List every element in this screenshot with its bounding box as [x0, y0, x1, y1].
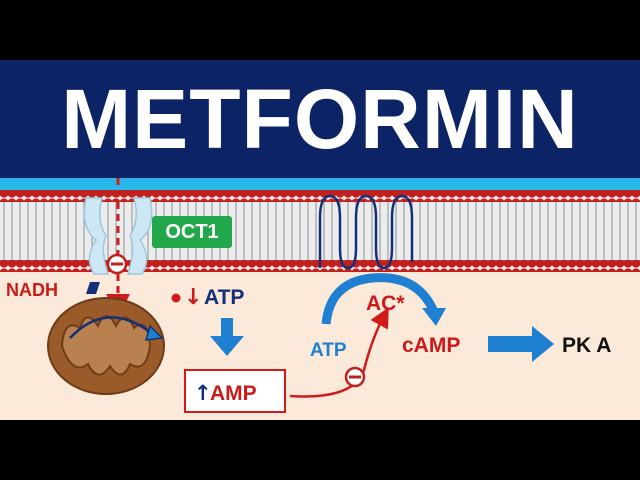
oct1-inhibition-symbol	[106, 253, 128, 275]
oct1-badge: OCT1	[152, 216, 232, 248]
atp-to-camp-arrow	[321, 273, 439, 325]
extracellular-strip	[0, 178, 640, 192]
oct1-transporter	[83, 197, 153, 275]
cell-illustration: NADH ↓ ATP ↑ AMP ATP AC* cAMP PK A	[0, 178, 640, 420]
label-ac: AC*	[366, 292, 405, 315]
page-title: METFORMIN	[61, 71, 579, 166]
oct1-label: OCT1	[165, 220, 219, 243]
camp-to-pka-arrow	[488, 326, 554, 362]
letterbox-bottom	[0, 420, 640, 480]
gpcr-receptor	[318, 194, 414, 270]
label-nadh: NADH	[6, 280, 58, 300]
label-pka: PK A	[562, 334, 611, 357]
mitochondria	[47, 297, 165, 395]
amp-inhibits-ac-arrow	[289, 307, 389, 398]
nadh-marker	[86, 282, 100, 294]
label-atp-top: ATP	[204, 286, 244, 309]
label-amp: AMP	[210, 382, 257, 405]
lipid-heads-outer	[0, 190, 640, 202]
ac-inhibition-symbol	[344, 366, 366, 388]
metformin-dot	[171, 293, 181, 303]
title-band	[0, 60, 640, 178]
label-atp-left: ATP	[310, 340, 347, 361]
amp-box	[184, 369, 286, 413]
label-amp-up-arrow: ↑	[194, 381, 212, 405]
atp-to-amp-arrow	[210, 318, 244, 356]
label-camp: cAMP	[402, 334, 460, 357]
letterbox-top	[0, 0, 640, 60]
label-atp-down-arrow: ↓	[184, 285, 202, 310]
